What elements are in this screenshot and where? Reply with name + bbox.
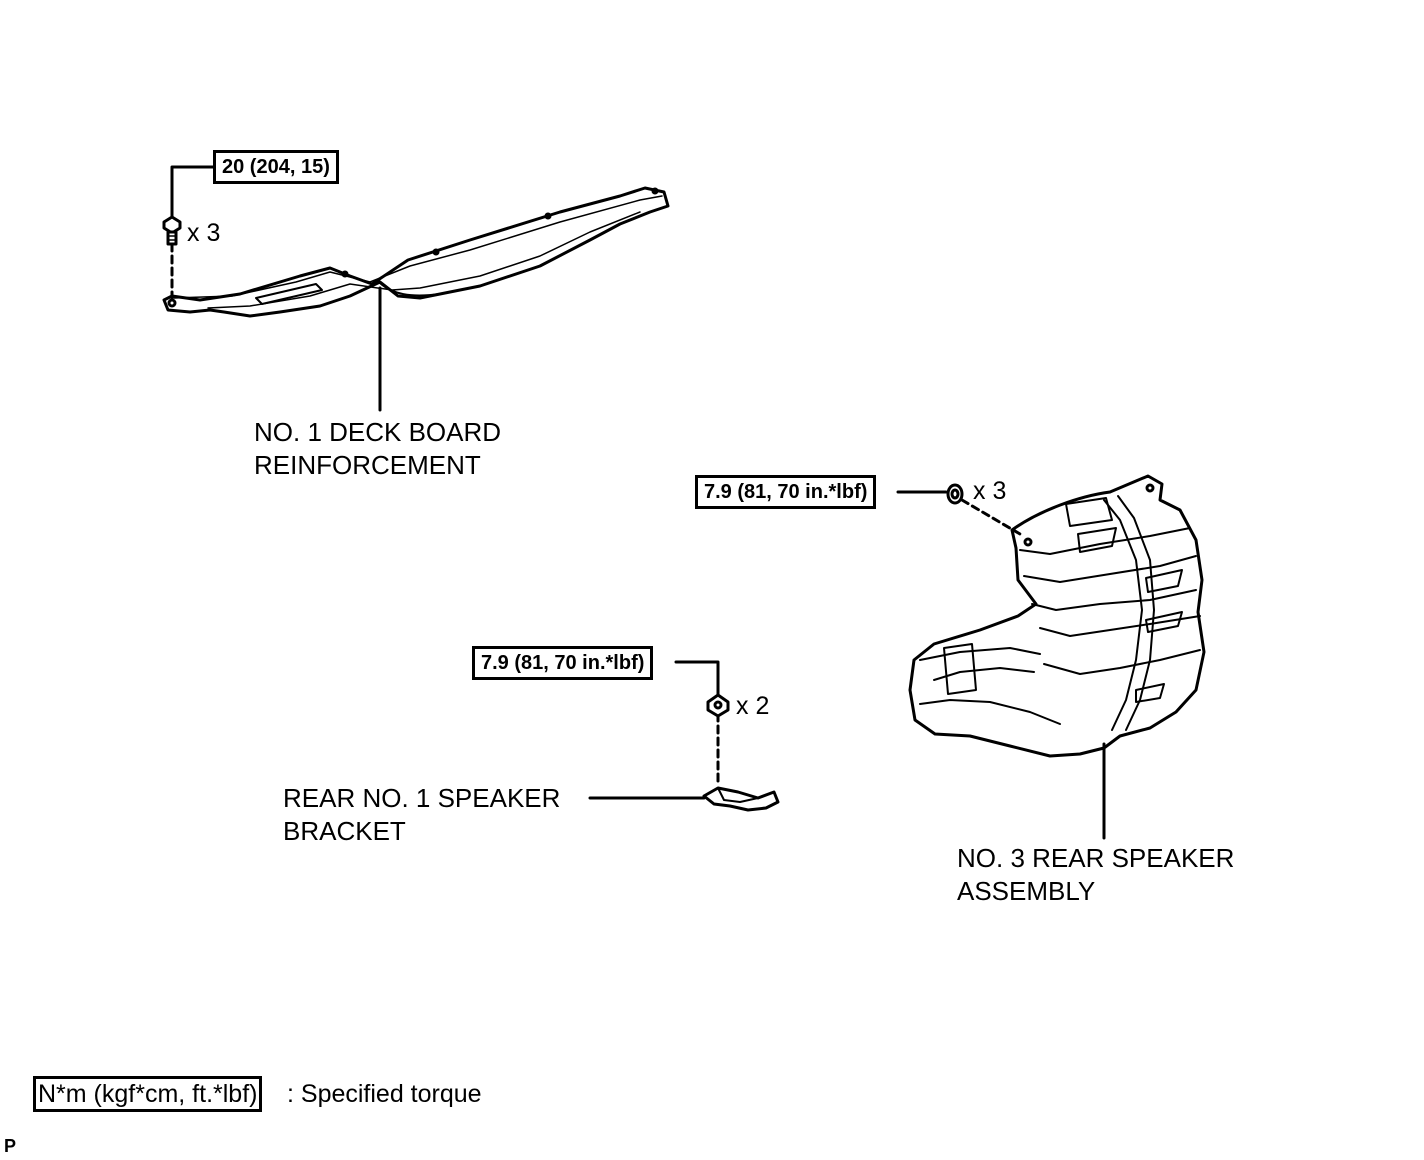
- speaker-bracket-illustration: [588, 660, 780, 812]
- deck-board-reinforcement-illustration: [162, 165, 670, 412]
- torque-spec-deck-board: 20 (204, 15): [213, 150, 339, 184]
- part-label-line: NO. 3 REAR SPEAKER: [957, 843, 1235, 873]
- part-label-speaker-assembly: NO. 3 REAR SPEAKER ASSEMBLY: [957, 842, 1234, 908]
- rear-speaker-assembly-illustration: [896, 474, 1206, 840]
- part-label-line: REAR NO. 1 SPEAKER: [283, 783, 561, 813]
- corner-mark: P: [4, 1136, 17, 1156]
- part-label-line: BRACKET: [283, 816, 406, 846]
- legend-torque-units: N*m (kgf*cm, ft.*lbf): [33, 1076, 263, 1112]
- part-label-line: REINFORCEMENT: [254, 450, 481, 480]
- quantity-deck-board-bolts: x 3: [187, 219, 221, 247]
- quantity-speaker-assembly-nuts: x 3: [973, 477, 1007, 505]
- torque-spec-speaker-assembly: 7.9 (81, 70 in.*lbf): [695, 475, 877, 509]
- legend-description: : Specified torque: [287, 1080, 482, 1108]
- nut-icon: [946, 483, 964, 505]
- part-label-line: ASSEMBLY: [957, 876, 1096, 906]
- bolt-icon: [162, 215, 182, 246]
- torque-spec-speaker-bracket: 7.9 (81, 70 in.*lbf): [472, 646, 654, 680]
- quantity-speaker-bracket-nuts: x 2: [736, 692, 770, 720]
- nut-icon: [706, 693, 730, 718]
- part-label-speaker-bracket: REAR NO. 1 SPEAKER BRACKET: [283, 782, 560, 848]
- part-label-line: NO. 1 DECK BOARD: [254, 417, 502, 447]
- part-label-deck-board: NO. 1 DECK BOARD REINFORCEMENT: [254, 416, 501, 482]
